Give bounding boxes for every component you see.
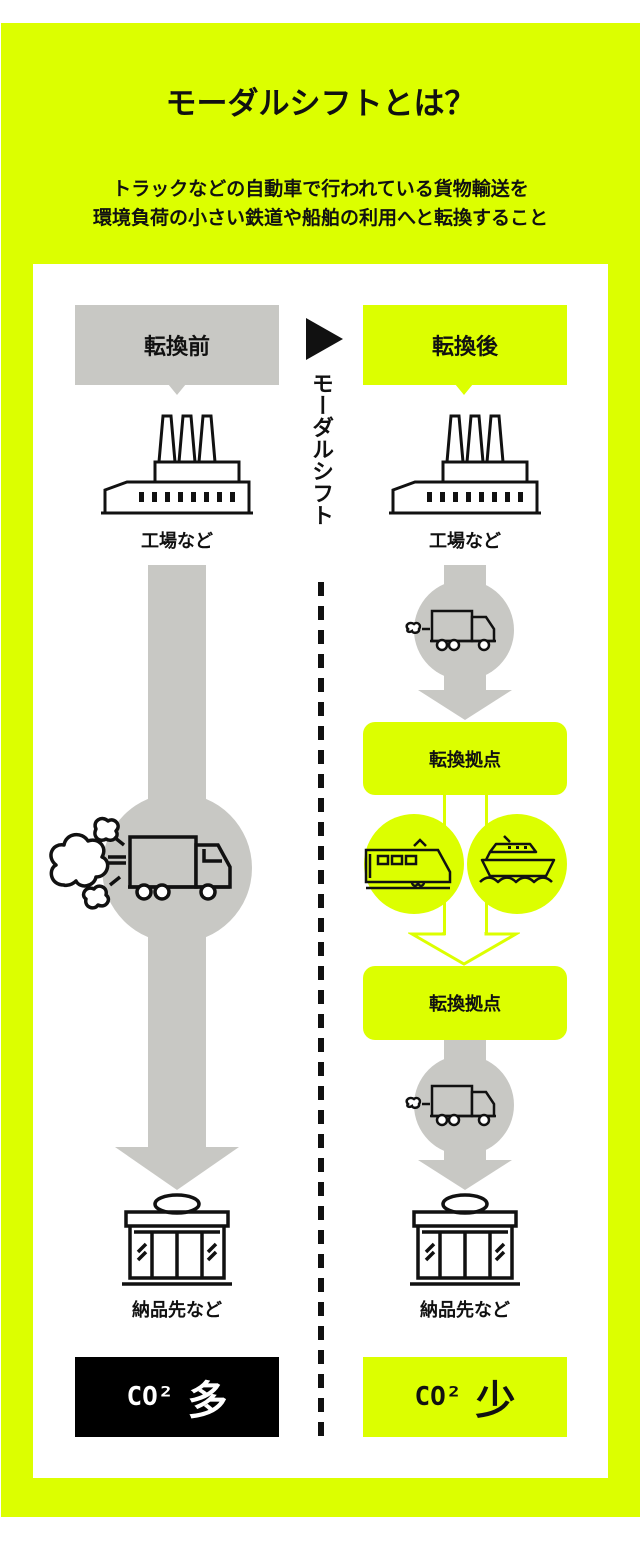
before-pointer [168, 384, 186, 395]
before-arrowhead [115, 1147, 239, 1190]
subtitle-line-2: 環境負荷の小さい鉄道や船舶の利用へと転換すること [92, 207, 549, 229]
before-destination-label: 納品先など [132, 1300, 222, 1321]
play-arrow-icon [306, 318, 343, 360]
subtitle-line-1: トラックなどの自動車で行われている貨物輸送を [112, 178, 529, 200]
before-label: 転換前 [75, 305, 279, 385]
before-origin-label: 工場など [141, 531, 213, 552]
store-icon [122, 1193, 232, 1286]
after-origin-label: 工場など [429, 531, 501, 552]
before-co2-badge: CO² 多 [75, 1357, 279, 1437]
divider-label: モーダルシフト [308, 372, 333, 526]
truck-icon [405, 609, 496, 652]
co2-level: 多 [187, 1378, 228, 1424]
co2-label: CO² [126, 1382, 174, 1412]
after-co2-badge: CO² 少 [363, 1357, 567, 1437]
co2-level: 少 [475, 1378, 516, 1424]
train-icon [364, 838, 452, 890]
factory-icon [389, 414, 541, 515]
ship-icon [479, 835, 556, 884]
page-title: モーダルシフトとは？ [165, 86, 476, 122]
after-arrowhead-1 [418, 690, 512, 720]
merge-arrow-outline [408, 932, 520, 966]
hub-2-label: 転換拠点 [363, 966, 567, 1040]
store-icon [410, 1193, 520, 1286]
truck-exhaust-icon [49, 816, 232, 910]
factory-icon [101, 414, 253, 515]
after-destination-label: 納品先など [420, 1300, 510, 1321]
truck-icon [405, 1084, 496, 1127]
co2-label: CO² [414, 1382, 462, 1412]
after-pointer [455, 384, 473, 395]
after-label: 転換後 [363, 305, 567, 385]
after-arrowhead-2 [418, 1160, 512, 1190]
hub-1-label: 転換拠点 [363, 722, 567, 795]
dashed-divider [318, 582, 324, 1437]
